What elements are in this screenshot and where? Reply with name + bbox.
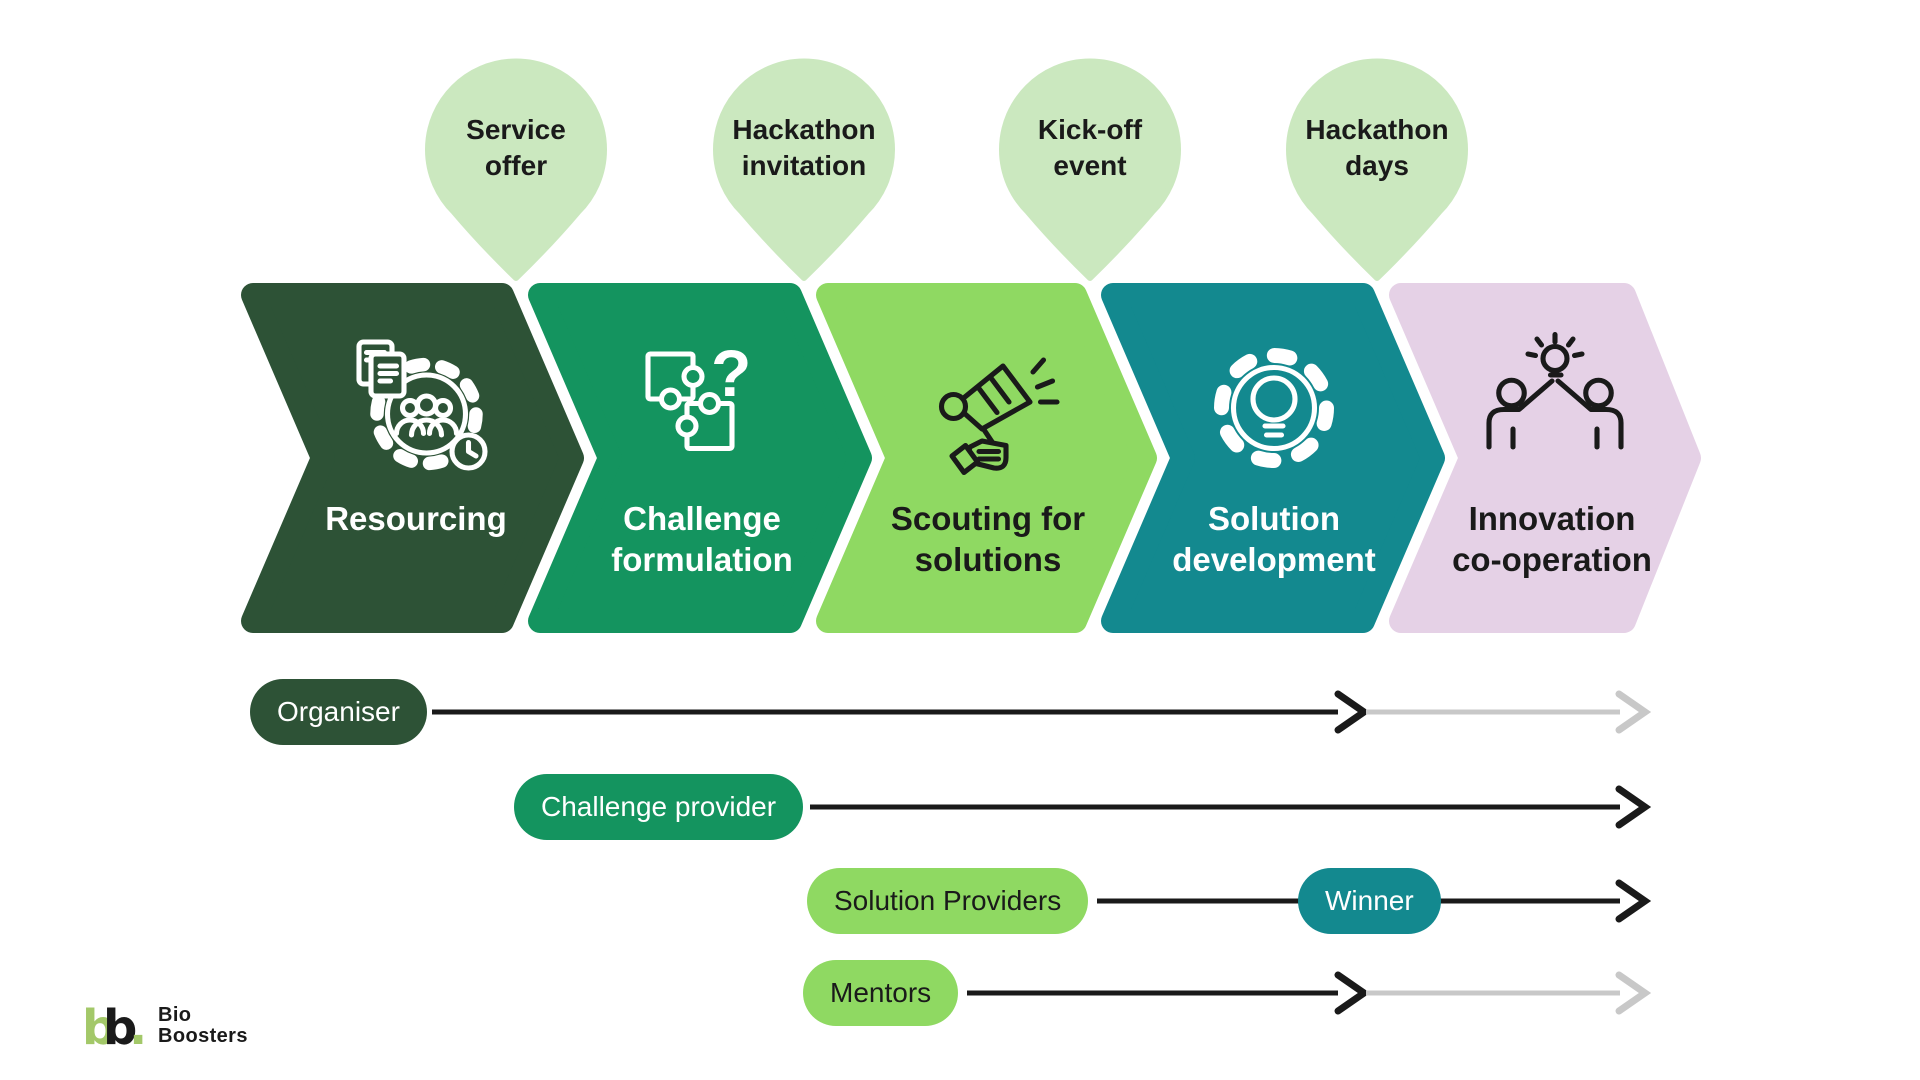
stage-label-resourcing: Resourcing (325, 500, 507, 537)
logo-mark-dot: . (129, 1000, 146, 1052)
mentors-arrowhead (1334, 971, 1371, 1015)
organiser-pill: Organiser (250, 679, 427, 745)
bioboosters-logo-mark: b b . (82, 1000, 146, 1052)
milestone-label-service-offer: Service offer (466, 114, 566, 181)
winner-pill: Winner (1298, 868, 1441, 934)
milestone-label-hackathon-invitation: Hackathon invitation (732, 114, 876, 181)
milestone-label-hackathon-days: Hackathon days (1305, 114, 1449, 181)
stage-chevron-innovation-cooperation (1389, 283, 1701, 633)
high-five-icon (1486, 331, 1624, 450)
mentors-pill: Mentors (803, 960, 959, 1026)
milestone-balloon (1286, 58, 1468, 281)
stage-label-challenge-formulation: Challenge formulation (611, 500, 793, 578)
stage-label-innovation-cooperation: Innovation co-operation (1452, 500, 1652, 578)
organiser-arrowhead-faded (1615, 690, 1652, 734)
organiser-arrowhead (1334, 690, 1371, 734)
stage-label-scouting-for-solutions: Scouting for solutions (890, 500, 1086, 578)
gear-lightbulb-icon (1214, 348, 1334, 468)
puzzle-question-icon: ? (645, 336, 751, 452)
solution-providers-arrowhead (1615, 879, 1652, 923)
logo-text-line1: Bio (158, 1004, 192, 1026)
bioboosters-logo: b b . Bio Boosters (82, 1000, 248, 1052)
milestone-balloon (999, 58, 1181, 281)
milestone-balloon (425, 58, 607, 281)
mentors-arrowhead-faded (1615, 971, 1652, 1015)
logo-mark-b-black: b (103, 1000, 137, 1052)
challenge-provider-pill: Challenge provider (514, 774, 804, 840)
stage-chevron-challenge-formulation (528, 283, 872, 633)
stage-label-solution-development: Solution development (1172, 500, 1376, 578)
milestone-balloon (713, 58, 895, 281)
challenge-provider-arrowhead (1615, 785, 1652, 829)
bioboosters-logo-text: Bio Boosters (158, 1005, 248, 1047)
logo-text-line2: Boosters (158, 1025, 248, 1047)
team-gear-icon (356, 339, 488, 471)
logo-mark-b-green: b (82, 1000, 116, 1052)
megaphone-icon (938, 357, 1060, 476)
solution-providers-pill: Solution Providers (807, 868, 1089, 934)
milestone-label-kickoff-event: Kick-off event (1037, 114, 1143, 181)
svg-text:?: ? (711, 336, 751, 410)
